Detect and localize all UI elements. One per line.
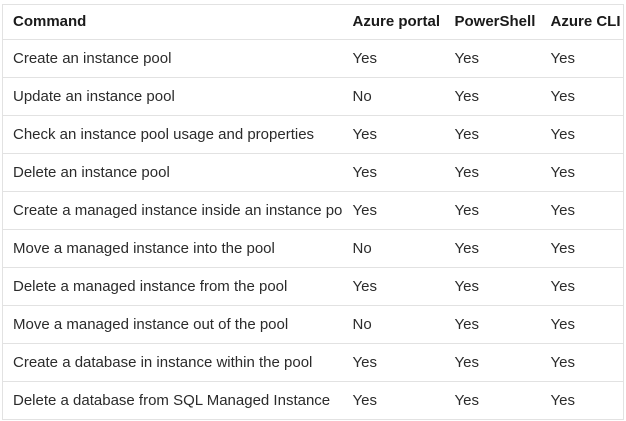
- command-cell: Delete a managed instance from the pool: [2, 267, 343, 306]
- azure-portal-support-cell: Yes: [342, 115, 445, 154]
- command-cell: Check an instance pool usage and propert…: [2, 115, 343, 154]
- azure-cli-support-cell: Yes: [540, 229, 624, 268]
- command-cell: Delete an instance pool: [2, 153, 343, 192]
- table-row: Create a database in instance within the…: [2, 343, 624, 382]
- column-header-azure-portal: Azure portal: [342, 4, 445, 40]
- powershell-support-cell: Yes: [444, 343, 541, 382]
- azure-cli-support-cell: Yes: [540, 153, 624, 192]
- azure-cli-support-cell: Yes: [540, 39, 624, 78]
- powershell-support-cell: Yes: [444, 39, 541, 78]
- powershell-support-cell: Yes: [444, 305, 541, 344]
- powershell-support-cell: Yes: [444, 191, 541, 230]
- command-cell: Create an instance pool: [2, 39, 343, 78]
- azure-portal-support-cell: Yes: [342, 39, 445, 78]
- table-row: Delete a database from SQL Managed Insta…: [2, 381, 624, 420]
- command-cell: Delete a database from SQL Managed Insta…: [2, 381, 343, 420]
- azure-cli-support-cell: Yes: [540, 343, 624, 382]
- azure-cli-support-cell: Yes: [540, 115, 624, 154]
- column-header-powershell: PowerShell: [444, 4, 541, 40]
- column-header-azure-cli: Azure CLI: [540, 4, 624, 40]
- powershell-support-cell: Yes: [444, 153, 541, 192]
- azure-portal-support-cell: Yes: [342, 191, 445, 230]
- azure-cli-support-cell: Yes: [540, 267, 624, 306]
- azure-cli-support-cell: Yes: [540, 191, 624, 230]
- command-cell: Create a database in instance within the…: [2, 343, 343, 382]
- azure-cli-support-cell: Yes: [540, 381, 624, 420]
- azure-cli-support-cell: Yes: [540, 305, 624, 344]
- command-cell: Create a managed instance inside an inst…: [2, 191, 343, 230]
- powershell-support-cell: Yes: [444, 77, 541, 116]
- azure-portal-support-cell: No: [342, 229, 445, 268]
- azure-portal-support-cell: Yes: [342, 381, 445, 420]
- azure-portal-support-cell: Yes: [342, 267, 445, 306]
- table-row: Check an instance pool usage and propert…: [2, 115, 624, 154]
- command-cell: Move a managed instance out of the pool: [2, 305, 343, 344]
- command-cell: Update an instance pool: [2, 77, 343, 116]
- powershell-support-cell: Yes: [444, 229, 541, 268]
- azure-portal-support-cell: Yes: [342, 153, 445, 192]
- column-header-command: Command: [2, 4, 343, 40]
- powershell-support-cell: Yes: [444, 115, 541, 154]
- azure-portal-support-cell: No: [342, 305, 445, 344]
- azure-portal-support-cell: No: [342, 77, 445, 116]
- table-row: Create a managed instance inside an inst…: [2, 191, 624, 230]
- powershell-support-cell: Yes: [444, 381, 541, 420]
- azure-portal-support-cell: Yes: [342, 343, 445, 382]
- powershell-support-cell: Yes: [444, 267, 541, 306]
- command-cell: Move a managed instance into the pool: [2, 229, 343, 268]
- azure-cli-support-cell: Yes: [540, 77, 624, 116]
